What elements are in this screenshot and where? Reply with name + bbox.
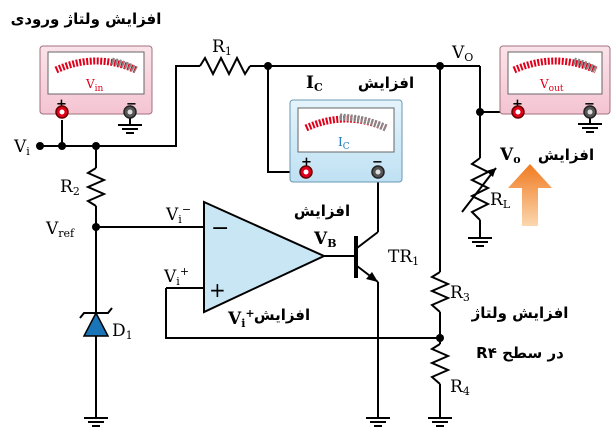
label-r4: R4 [450,377,470,398]
label-r4-voltage-line1: افزایش ولتاژ [471,304,569,322]
label-d1: D1 [112,321,133,342]
label-vi: Vi [13,137,30,158]
svg-text:−: − [584,97,595,112]
resistor-rl [461,157,497,221]
resistor-r3 [429,271,451,313]
resistor-r1 [199,55,251,77]
svg-text:−: − [126,97,137,112]
meter-ic: IC + − [289,99,403,183]
label-r3: R3 [450,283,470,304]
svg-text:+: + [209,278,226,302]
ground-d1-icon [84,417,108,427]
label-ic-symbol: IC [306,73,323,94]
label-tr1: TR1 [388,247,419,268]
label-vo: VO [451,43,473,64]
label-vo-increase: افزایش [538,146,594,164]
svg-text:Vin: Vin [85,77,104,94]
label-vi-plus-increase: افزایش [254,306,310,324]
ground-vin-meter-icon [118,124,142,134]
label-r4-voltage-line2: در سطح R۴ [476,344,564,362]
label-vi-minus: Vi− [165,203,191,226]
resistor-r4 [429,343,451,385]
label-r1: R1 [212,37,232,58]
zener-diode-d1 [79,306,113,350]
transistor-tr1 [354,231,379,283]
label-vi-plus: Vi+ [163,265,189,288]
ground-vout-meter-icon [578,123,602,133]
label-r2: R2 [60,177,80,198]
op-amp: − + [203,200,327,314]
label-increase-mid: افزایش [294,202,350,220]
resistor-r2 [85,167,107,207]
svg-text:+: + [512,97,523,112]
increase-arrow-icon [508,164,552,226]
ground-tr1-icon [366,417,390,427]
svg-text:IC: IC [338,135,350,152]
svg-text:−: − [372,155,383,170]
meter-vin: Vin + − [39,45,153,119]
svg-text:Vout: Vout [539,77,564,94]
svg-text:+: + [301,155,312,170]
label-vb: VB [313,229,337,250]
label-rl: RL [490,190,511,211]
label-vo-symbol: Vo [499,145,521,166]
ground-r4-icon [428,417,452,427]
title-input-voltage-increase: افزایش ولتاژ ورودی [11,10,162,28]
label-vi-plus-increase-symbol: Vi+ [227,307,255,330]
ground-symbols [84,123,602,427]
meter-vout: Vout + − [499,45,611,119]
label-vref: Vref [45,219,75,240]
svg-text:+: + [56,97,67,112]
junctions [36,62,484,342]
label-ic-increase: افزایش [358,74,414,92]
svg-text:−: − [211,216,229,241]
ground-rl-icon [468,237,492,247]
